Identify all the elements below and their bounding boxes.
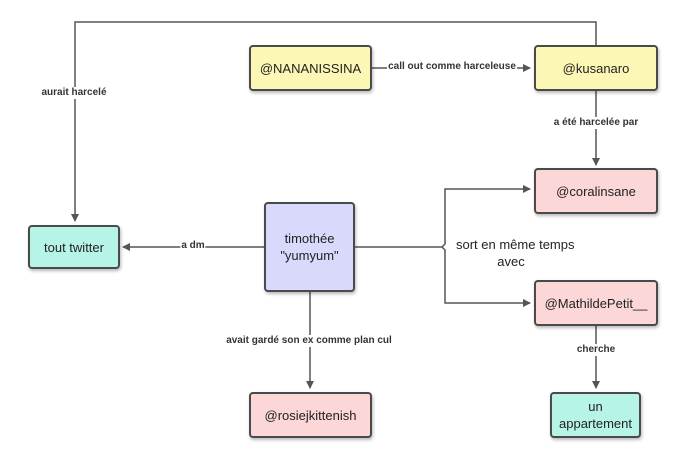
node-tout-twitter[interactable]: tout twitter: [28, 225, 120, 269]
edge-label-sort-line1: sort en même temps: [456, 237, 575, 252]
edge-label-a-ete-harcelee: a été harcelée par: [552, 117, 640, 129]
node-timothee[interactable]: timothée "yumyum": [264, 202, 355, 292]
edge-label-avait-garde: avait gardé son ex comme plan cul: [225, 335, 393, 347]
node-un-appartement-line2: appartement: [559, 416, 632, 431]
node-kusanaro-label: @kusanaro: [562, 60, 630, 76]
edge-sort-mathilde: [441, 246, 531, 307]
node-un-appartement-line1: un: [588, 399, 603, 414]
node-mathildepetit[interactable]: @MathildePetit__: [534, 280, 658, 326]
node-timothee-line1: timothée: [284, 231, 335, 246]
node-nananissina[interactable]: @NANANISSINA: [249, 45, 372, 91]
edge-label-aurait-harcele: aurait harcelé: [40, 87, 108, 99]
node-kusanaro[interactable]: @kusanaro: [534, 45, 658, 91]
edge-label-cherche: cherche: [575, 344, 617, 356]
edge-label-sort-line2: avec: [497, 254, 525, 269]
edge-aurait-harcele: [71, 21, 597, 222]
edge-label-call-out: call out comme harceleuse: [387, 61, 517, 73]
node-coralinsane-label: @coralinsane: [556, 183, 636, 199]
node-nananissina-label: @NANANISSINA: [259, 60, 362, 76]
node-un-appartement[interactable]: un appartement: [550, 392, 641, 438]
edge-label-sort-en-meme-temps: sort en même temps avec: [456, 236, 575, 270]
node-tout-twitter-label: tout twitter: [44, 239, 104, 255]
edge-sort-coralinsane: [441, 185, 531, 248]
node-coralinsane[interactable]: @coralinsane: [534, 168, 658, 214]
edge-label-a-dm: a dm: [180, 240, 206, 252]
node-mathildepetit-label: @MathildePetit__: [544, 295, 648, 311]
node-rosiejkittenish[interactable]: @rosiejkittenish: [249, 392, 372, 438]
node-timothee-line2: "yumyum": [280, 248, 339, 263]
node-rosiejkittenish-label: @rosiejkittenish: [264, 407, 357, 423]
